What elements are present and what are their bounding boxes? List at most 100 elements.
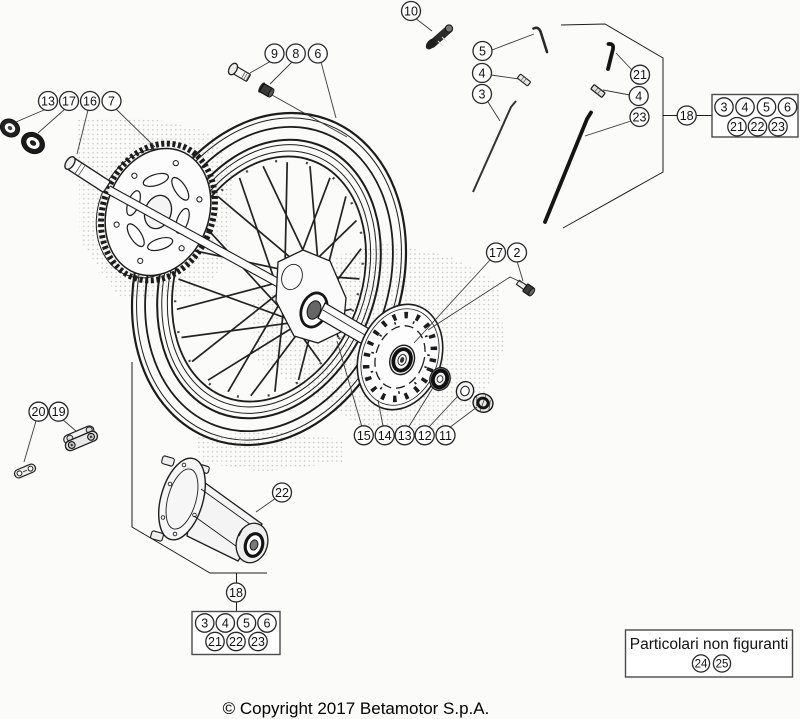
callout-19: 19 xyxy=(48,401,69,422)
callout-15: 15 xyxy=(353,425,374,446)
bearing-left xyxy=(0,118,21,138)
svg-text:21: 21 xyxy=(730,120,744,134)
callout-21: 21 xyxy=(629,64,651,85)
callout-23: 23 xyxy=(629,106,650,128)
box-right-item-23: 23 xyxy=(768,116,788,137)
svg-text:3: 3 xyxy=(201,616,208,630)
callout-7: 7 xyxy=(101,90,122,112)
callout-13-mid: 13 xyxy=(394,425,415,446)
svg-text:6: 6 xyxy=(264,616,271,630)
callout-24: 24 xyxy=(691,654,711,673)
box-right-item-4: 4 xyxy=(735,97,755,117)
svg-text:5: 5 xyxy=(763,100,770,114)
svg-text:23: 23 xyxy=(771,120,785,134)
svg-text:21: 21 xyxy=(208,635,222,649)
svg-text:10: 10 xyxy=(404,5,418,19)
spare-spokes xyxy=(472,26,616,224)
group-bracket-hub xyxy=(131,362,267,574)
callout-6: 6 xyxy=(307,43,328,64)
callout-10: 10 xyxy=(400,0,422,22)
svg-text:3: 3 xyxy=(479,88,486,102)
box-right-item-6: 6 xyxy=(777,97,798,117)
svg-text:25: 25 xyxy=(716,659,729,671)
svg-text:3: 3 xyxy=(721,100,728,114)
copyright-notice: © Copyright 2017 Betamotor S.p.A. xyxy=(223,699,490,718)
svg-text:17: 17 xyxy=(62,95,76,109)
hub-assembly xyxy=(150,455,269,564)
parts-group-box-bottom: 3 4 5 6 21 22 23 xyxy=(191,610,281,656)
svg-text:4: 4 xyxy=(222,616,229,630)
svg-text:13: 13 xyxy=(398,429,412,443)
box-bottom-item-5: 5 xyxy=(236,613,257,633)
svg-text:24: 24 xyxy=(695,659,708,671)
callout-18-right: 18 xyxy=(676,105,697,126)
svg-text:17: 17 xyxy=(489,246,503,260)
axle-nut xyxy=(472,393,494,413)
svg-text:11: 11 xyxy=(439,429,452,443)
callout-17-mid: 17 xyxy=(485,242,507,263)
svg-text:13: 13 xyxy=(41,95,55,109)
svg-text:22: 22 xyxy=(751,120,765,134)
callout-8: 8 xyxy=(285,43,306,64)
box-bottom-item-4: 4 xyxy=(215,613,236,633)
svg-text:2: 2 xyxy=(514,246,521,260)
callout-12: 12 xyxy=(414,425,435,446)
svg-text:4: 4 xyxy=(635,90,642,104)
svg-text:9: 9 xyxy=(271,47,278,61)
svg-text:14: 14 xyxy=(378,429,392,443)
svg-text:4: 4 xyxy=(742,100,749,114)
box-bottom-item-6: 6 xyxy=(257,613,277,633)
seal-left xyxy=(21,131,45,155)
callout-5: 5 xyxy=(472,40,493,62)
svg-text:15: 15 xyxy=(357,429,371,443)
callout-13-left: 13 xyxy=(37,90,59,112)
box-bottom-item-21: 21 xyxy=(205,631,225,652)
callout-9: 9 xyxy=(264,43,285,64)
rim-lock-nut xyxy=(258,82,275,98)
svg-text:22: 22 xyxy=(275,486,289,500)
washer xyxy=(455,380,475,402)
callout-25: 25 xyxy=(712,654,732,673)
rim-lock-bolt xyxy=(227,62,251,82)
svg-text:5: 5 xyxy=(479,45,486,59)
svg-text:23: 23 xyxy=(251,635,265,649)
callout-2: 2 xyxy=(506,242,528,263)
svg-text:20: 20 xyxy=(32,405,46,419)
callout-leader-lines xyxy=(15,17,633,513)
chain-link-clip xyxy=(13,463,37,479)
bracket-connectors xyxy=(236,115,712,612)
box-right-item-22: 22 xyxy=(747,116,768,137)
chain-master-link xyxy=(63,425,99,452)
callout-14: 14 xyxy=(374,425,395,446)
svg-text:12: 12 xyxy=(418,429,432,443)
callout-17-left: 17 xyxy=(58,90,80,112)
callout-4-upper: 4 xyxy=(471,62,493,84)
svg-text:16: 16 xyxy=(83,95,97,109)
box-bottom-item-3: 3 xyxy=(194,613,215,633)
callout-22: 22 xyxy=(271,482,293,503)
box-bottom-item-23: 23 xyxy=(248,631,268,652)
svg-text:7: 7 xyxy=(108,95,115,109)
callout-3: 3 xyxy=(471,83,493,105)
svg-text:8: 8 xyxy=(292,47,299,61)
svg-text:18: 18 xyxy=(229,586,243,600)
bearing-right xyxy=(429,366,451,392)
not-shown-parts-box: Particolari non figuranti 24 25 xyxy=(624,629,794,678)
callout-18-bottom: 18 xyxy=(225,582,247,603)
not-shown-parts-title: Particolari non figuranti xyxy=(630,636,789,653)
svg-text:6: 6 xyxy=(784,100,791,114)
box-right-item-21: 21 xyxy=(727,116,747,137)
callout-16: 16 xyxy=(79,90,101,112)
svg-text:19: 19 xyxy=(52,405,66,419)
svg-text:18: 18 xyxy=(680,109,694,123)
svg-text:4: 4 xyxy=(479,67,486,81)
brake-disc xyxy=(356,303,444,411)
svg-text:6: 6 xyxy=(314,47,321,61)
svg-text:22: 22 xyxy=(229,635,243,649)
callout-11: 11 xyxy=(435,425,456,446)
group-bracket-spokes xyxy=(560,23,664,229)
callout-20: 20 xyxy=(28,401,49,422)
box-right-item-5: 5 xyxy=(756,97,777,117)
callout-4-right: 4 xyxy=(628,85,649,107)
